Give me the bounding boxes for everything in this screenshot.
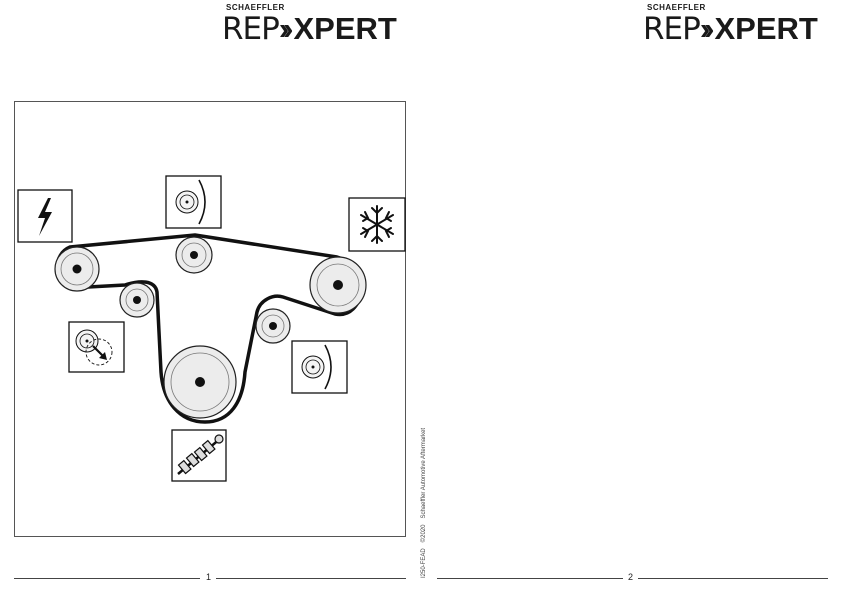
- brand-label: SCHAEFFLER: [226, 3, 285, 12]
- snowflake-icon: [348, 197, 406, 252]
- lightning-icon: [17, 189, 73, 243]
- ac-compressor-pulley: [309, 256, 367, 314]
- alternator-pulley: [54, 246, 100, 292]
- belt-drive-diagram: [14, 101, 406, 537]
- footer-rule-right-a: [437, 578, 623, 579]
- side-print-text: I250-FEAD ©2020 Schaeffler Automotive Afte…: [421, 422, 427, 578]
- belt-routing-svg: [17, 175, 406, 482]
- document-code: I250-FEAD: [421, 548, 427, 578]
- top-idler-pulley: [175, 236, 213, 274]
- tensioner-icon: [68, 321, 125, 373]
- logo-wordmark: REP››XPERT: [643, 11, 818, 47]
- logo-wordmark: REP››XPERT: [222, 11, 397, 47]
- crankshaft-pulley: [163, 345, 237, 419]
- tensioner-pulley: [119, 282, 155, 318]
- page-number-right: 2: [628, 572, 634, 582]
- brand-label: SCHAEFFLER: [647, 3, 706, 12]
- footer-rule-right-b: [638, 578, 828, 579]
- copyright-year: ©2020: [421, 524, 427, 543]
- idler-pulley-icon: [291, 340, 348, 394]
- repxpert-logo-right: SCHAEFFLER REP››XPERT: [643, 3, 833, 47]
- page-number-left: 1: [206, 572, 212, 582]
- crankshaft-icon: [171, 429, 227, 482]
- repxpert-logo-left: SCHAEFFLER REP››XPERT: [222, 3, 412, 47]
- idler-pulley-icon: [165, 175, 222, 229]
- footer-rule-left-b: [216, 578, 406, 579]
- footer-rule-left-a: [14, 578, 200, 579]
- company-name: Schaeffler Automotive Aftermarket: [421, 427, 427, 519]
- right-idler-pulley: [255, 308, 291, 344]
